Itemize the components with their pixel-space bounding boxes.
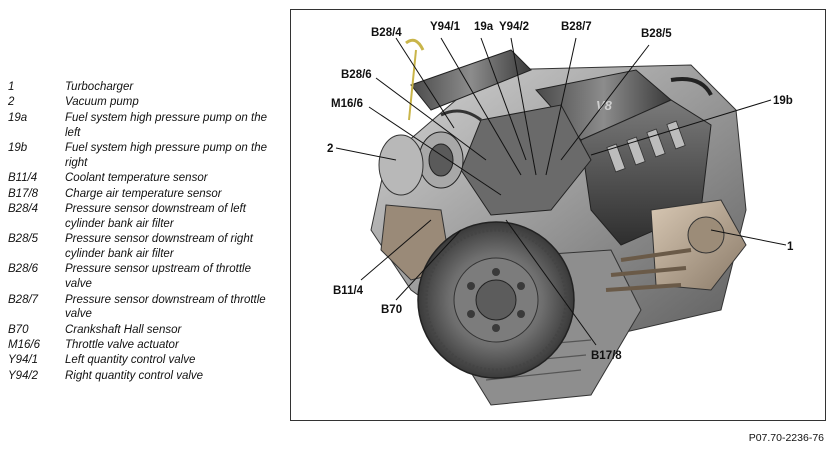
legend-code: B70	[8, 323, 29, 336]
legend-item: B11/4 Coolant temperature sensor	[8, 171, 278, 186]
callout-m16-6: M16/6	[331, 98, 363, 110]
callout-b70: B70	[381, 304, 402, 316]
legend-item: 2 Vacuum pump	[8, 95, 278, 110]
legend-item: B28/4 Pressure sensor downstream of left …	[8, 202, 278, 232]
legend-desc: Right quantity control valve	[65, 369, 204, 382]
legend-code: B28/5	[8, 233, 39, 246]
legend-desc: Pressure sensor downstream of right cyli…	[65, 233, 253, 260]
legend-desc: Fuel system high pressure pump on the le…	[65, 111, 267, 139]
callout-b17-8: B17/8	[591, 350, 622, 362]
callout-b28-5: B28/5	[641, 28, 672, 40]
legend-desc: Pressure sensor downstream of left cylin…	[65, 202, 246, 230]
engine-block-shape: V8	[370, 38, 747, 406]
callout-y94-2: Y94/2	[499, 21, 529, 33]
legend-item: Y94/2 Right quantity control valve	[8, 369, 278, 384]
legend-item: Y94/1 Left quantity control valve	[8, 353, 278, 368]
legend-item: M16/6 Throttle valve actuator	[8, 338, 278, 353]
legend-code: 2	[8, 96, 15, 109]
legend-code: B11/4	[8, 172, 38, 185]
legend-desc: Fuel system high pressure pump on the ri…	[65, 141, 267, 169]
legend-code: 19b	[8, 141, 28, 154]
legend-desc: Charge air temperature sensor	[65, 187, 222, 200]
legend-desc: Throttle valve actuator	[65, 339, 179, 352]
legend-item: 19a Fuel system high pressure pump on the…	[8, 111, 278, 141]
legend-code: M16/6	[8, 339, 40, 352]
legend-item: B17/8 Charge air temperature sensor	[8, 187, 278, 202]
legend-item: B70 Crankshaft Hall sensor	[8, 323, 278, 338]
legend-code: B28/7	[8, 293, 39, 306]
callout-2: 2	[327, 143, 333, 155]
legend-item: 1 Turbocharger	[8, 80, 278, 95]
legend-desc: Vacuum pump	[65, 96, 139, 109]
legend-desc: Crankshaft Hall sensor	[65, 323, 182, 336]
legend-desc: Left quantity control valve	[65, 354, 196, 367]
legend-code: B28/4	[8, 202, 39, 215]
callout-b28-4: B28/4	[371, 27, 402, 39]
callout-y94-1: Y94/1	[430, 21, 461, 33]
callout-b28-7: B28/7	[561, 21, 592, 33]
callout-b28-6: B28/6	[341, 69, 372, 81]
callout-b11-4: B11/4	[333, 285, 364, 297]
engine-illustration: V8	[327, 21, 794, 406]
legend-item: 19b Fuel system high pressure pump on the…	[8, 141, 278, 171]
legend-item: B28/6 Pressure sensor upstream of throttl…	[8, 262, 278, 292]
legend-desc: Pressure sensor upstream of throttle val…	[65, 263, 251, 291]
legend-code: 19a	[8, 111, 28, 124]
callout-19b: 19b	[773, 95, 793, 107]
figure-reference: P07.70-2236-76	[748, 432, 824, 444]
legend-desc: Coolant temperature sensor	[65, 172, 208, 185]
legend-desc: Turbocharger	[65, 81, 134, 93]
callout-19a: 19a	[474, 21, 494, 33]
legend-code: B28/6	[8, 263, 39, 276]
legend-code: Y94/2	[8, 369, 39, 382]
legend-code: Y94/1	[8, 354, 39, 367]
legend-code: B17/8	[8, 187, 39, 200]
legend-desc: Pressure sensor downstream of throttle v…	[65, 293, 266, 321]
callout-1: 1	[787, 241, 794, 253]
leader-lines	[335, 37, 787, 346]
engine-figure: V8	[290, 9, 826, 421]
legend-item: B28/5 Pressure sensor downstream of right…	[8, 232, 278, 262]
legend-item: B28/7 Pressure sensor downstream of throt…	[8, 293, 278, 323]
legend-code: 1	[8, 81, 15, 93]
